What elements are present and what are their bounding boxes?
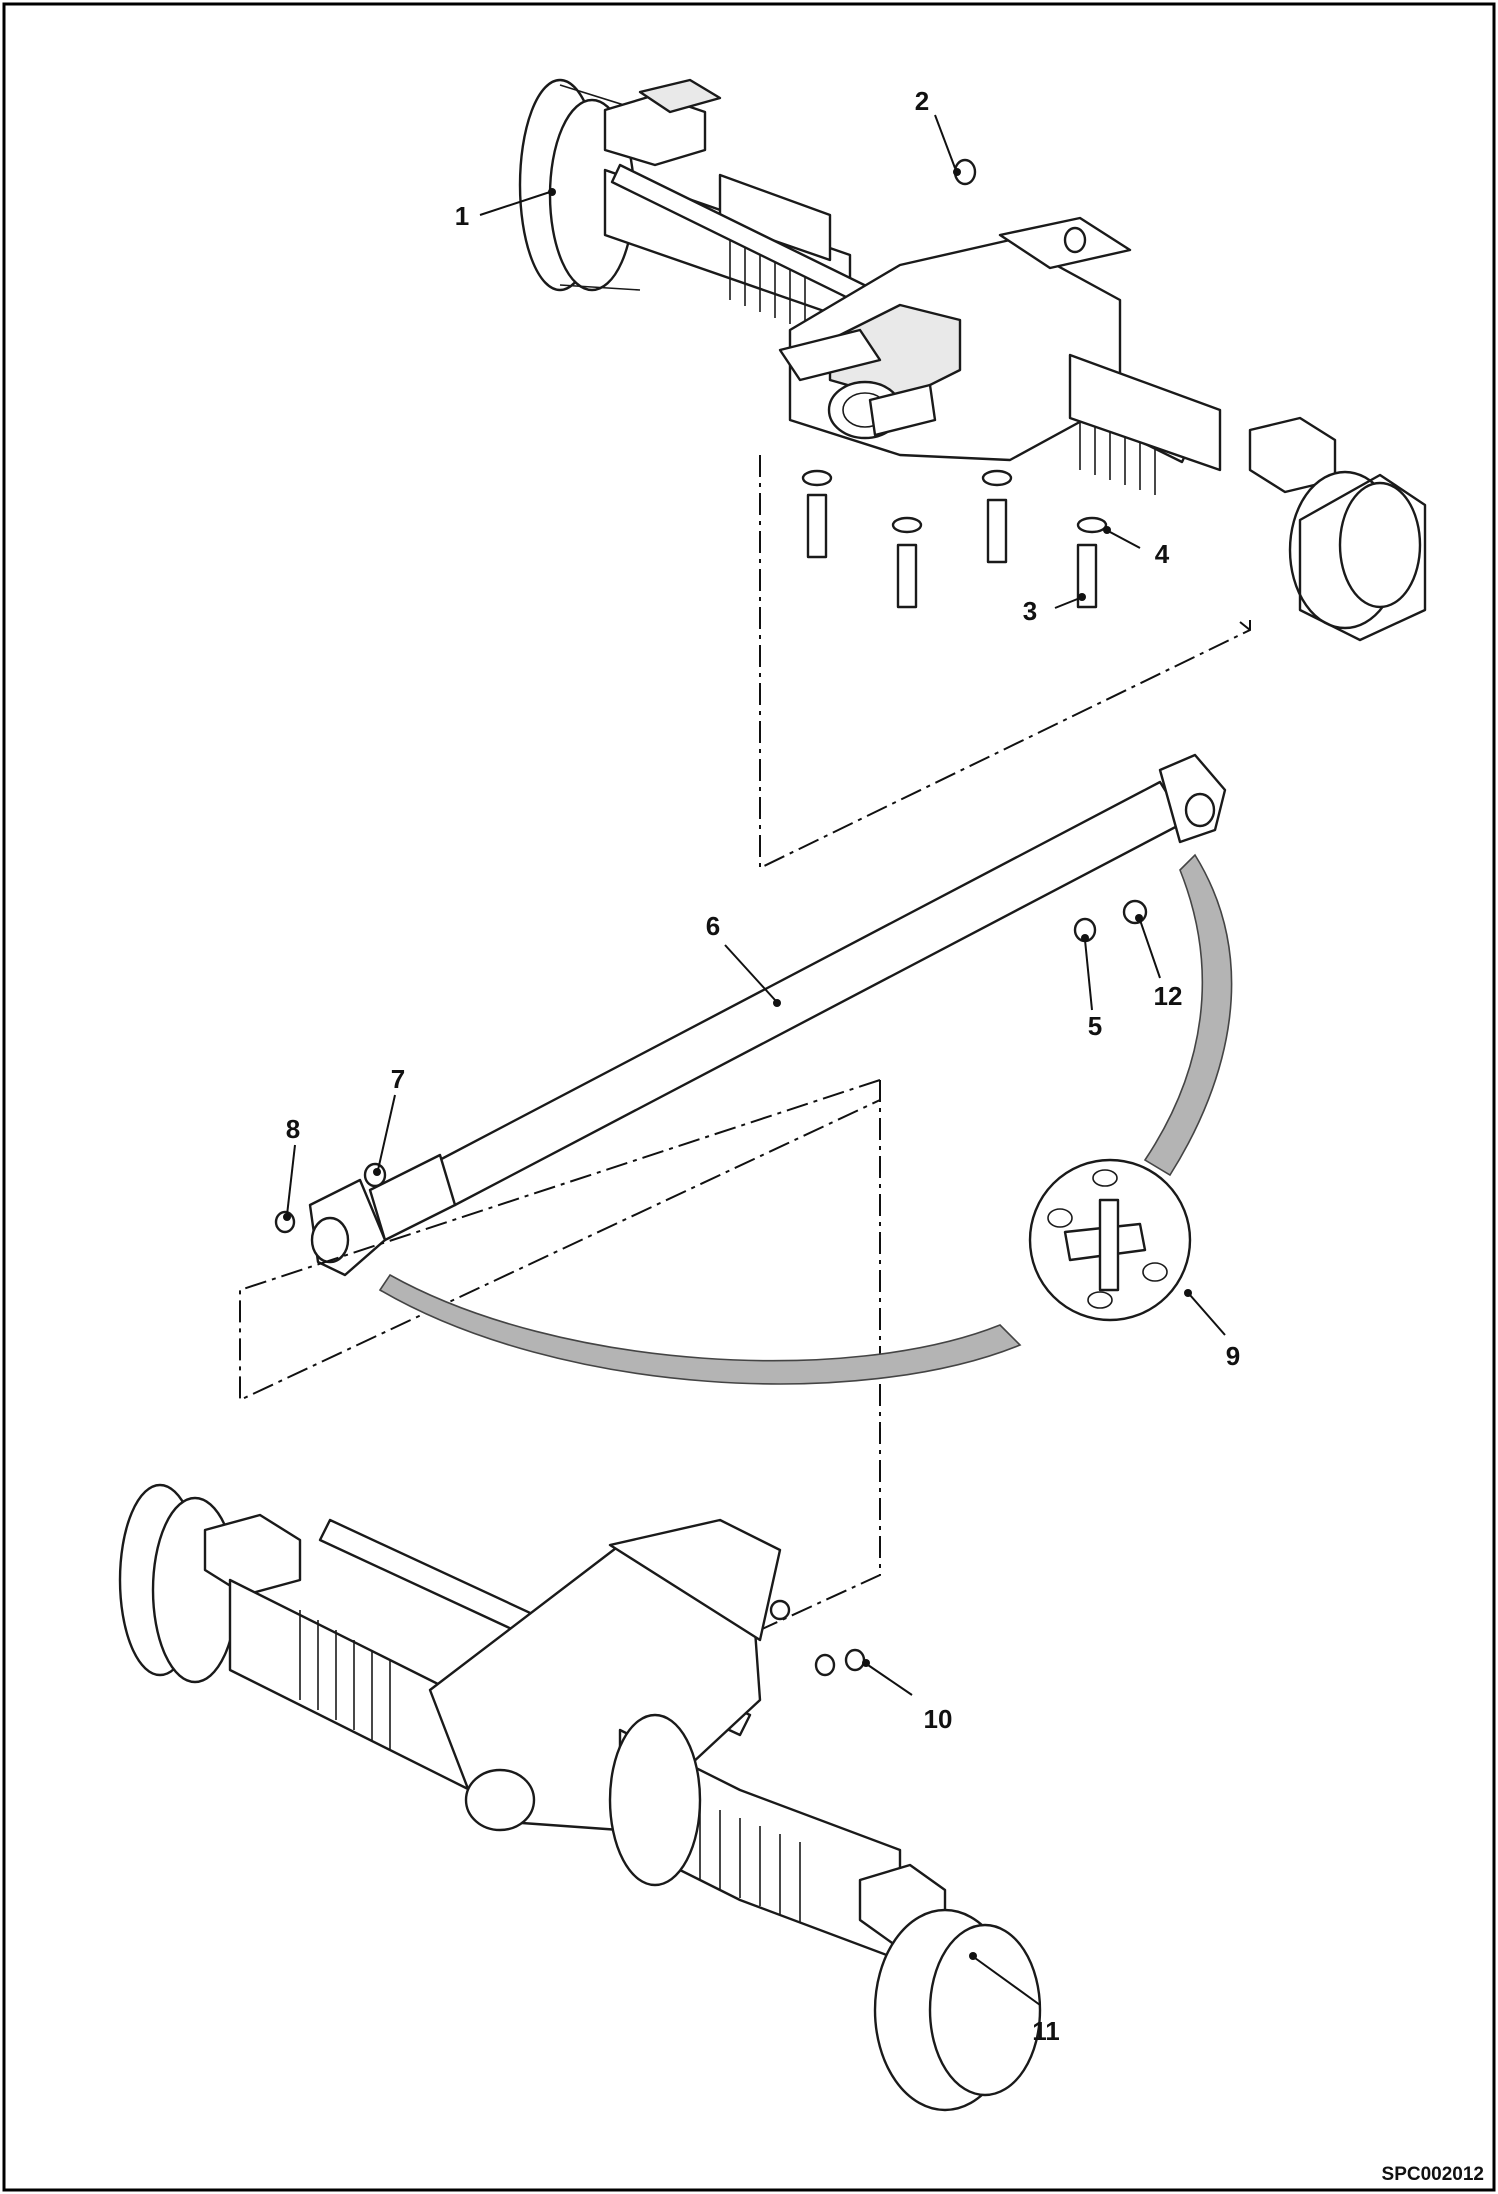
callout-10: 10 bbox=[924, 1704, 953, 1734]
callout-8: 8 bbox=[286, 1114, 300, 1144]
callout-11: 11 bbox=[1032, 2016, 1060, 2046]
rear-axle bbox=[118, 1483, 1042, 2112]
callout-2: 2 bbox=[915, 86, 929, 116]
propeller-shaft bbox=[274, 753, 1227, 1277]
universal-joint-detail bbox=[1028, 1158, 1192, 1322]
callout-12: 12 bbox=[1154, 981, 1183, 1011]
callout-9: 9 bbox=[1226, 1341, 1240, 1371]
detail-arrow-rear bbox=[378, 1273, 1022, 1385]
callout-leaders bbox=[283, 114, 1226, 2006]
callout-6: 6 bbox=[706, 911, 720, 941]
callout-1: 1 bbox=[455, 201, 469, 231]
mounting-bolts bbox=[801, 469, 1108, 609]
assembly-lines bbox=[239, 455, 1251, 1631]
front-axle bbox=[518, 78, 1427, 642]
callout-5: 5 bbox=[1088, 1011, 1102, 1041]
callout-7: 7 bbox=[391, 1064, 405, 1094]
callout-3: 3 bbox=[1023, 596, 1037, 626]
callout-4: 4 bbox=[1155, 539, 1170, 569]
detail-arrow-front bbox=[1143, 853, 1233, 1177]
drawing-code: SPC002012 bbox=[1382, 2164, 1484, 2185]
